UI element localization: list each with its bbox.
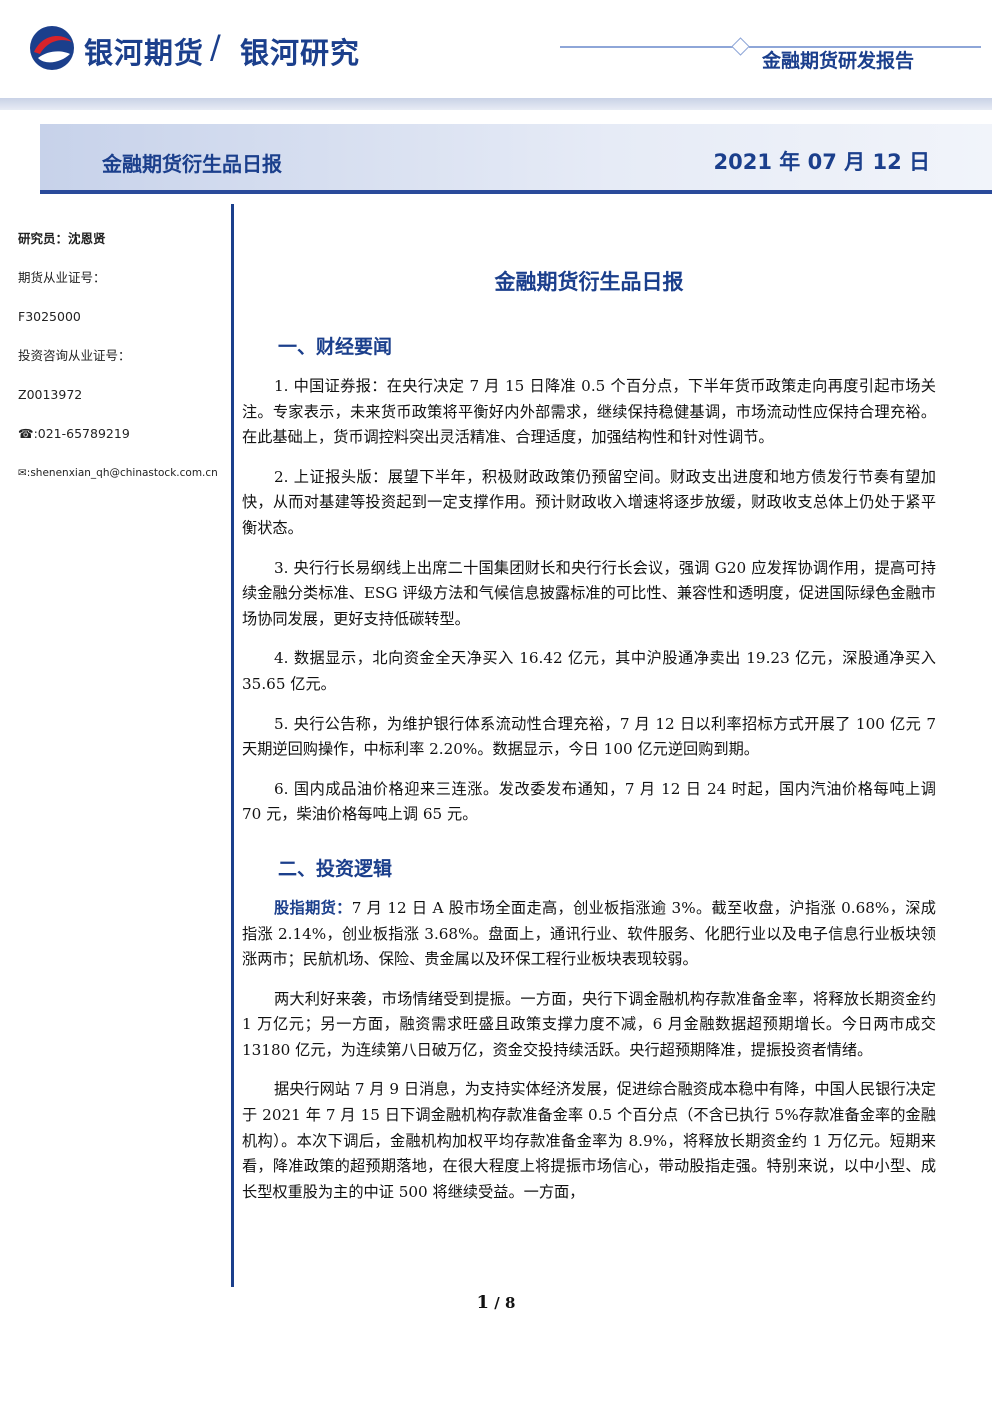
header-decoration-line-right: [749, 46, 981, 48]
news-item: 5. 央行公告称，为维护银行体系流动性合理充裕，7 月 12 日以利率招标方式开…: [242, 714, 936, 759]
news-item: 2. 上证报头版：展望下半年，积极财政政策仍预留空间。财政支出进度和地方债发行节…: [242, 467, 936, 537]
header-decoration-line: [560, 46, 734, 48]
galaxy-logo-icon: [30, 26, 74, 70]
logic-paragraph: 据央行网站 7 月 9 日消息，为支持实体经济发展，促进综合融资成本稳中有降，中…: [242, 1080, 936, 1201]
logic-paragraph-text: 7 月 12 日 A 股市场全面走高，创业板指涨逾 3%。截至收盘，沪指涨 0.…: [242, 898, 936, 969]
news-item: 6. 国内成品油价格迎来三连涨。发改委发布通知，7 月 12 日 24 时起，国…: [242, 779, 936, 824]
section-finance-news-title: 一、财经要闻: [278, 336, 393, 358]
sidebar-divider: [231, 204, 234, 1287]
diamond-icon: [731, 37, 750, 56]
phone-number: ☎:021-65789219: [18, 426, 130, 441]
consult-number: Z0013972: [18, 387, 83, 402]
consult-label: 投资咨询从业证号：: [18, 348, 131, 363]
brand-separator: /: [210, 28, 221, 66]
section-investment-logic-title: 二、投资逻辑: [278, 857, 393, 880]
news-item: 3. 央行行长易纲线上出席二十国集团财长和央行行长会议，强调 G20 应发挥协调…: [242, 558, 936, 628]
page-current: 1: [476, 1292, 490, 1313]
page-total: 8: [505, 1294, 516, 1312]
logic-paragraph: 两大利好来袭，市场情绪受到提振。一方面，央行下调金融机构存款准备金率，将释放长期…: [242, 989, 936, 1059]
license-number: F3025000: [18, 309, 81, 324]
band-title: 金融期货衍生品日报: [102, 152, 282, 176]
news-item: 1. 中国证券报：在央行决定 7 月 15 日降准 0.5 个百分点，下半年货币…: [242, 377, 936, 447]
page-number: 1 / 8: [0, 1292, 992, 1313]
license-label: 期货从业证号：: [18, 270, 106, 285]
page-header: 银河期货 / 银河研究 金融期货研发报告: [0, 0, 992, 110]
report-date: 2021 年 07 月 12 日: [713, 150, 930, 174]
brand-secondary: 银河研究: [240, 36, 361, 70]
researcher-name: 研究员：沈恩贤: [18, 231, 106, 246]
title-band-rule: [40, 190, 992, 194]
page-separator: /: [489, 1294, 506, 1312]
news-item: 4. 数据显示，北向资金全天净买入 16.42 亿元，其中沪股通净卖出 19.2…: [242, 649, 936, 693]
header-band: [0, 98, 992, 110]
logic-lead-label: 股指期货：: [274, 898, 352, 917]
email-link[interactable]: ✉:shenenxian_qh@chinastock.com.cn: [18, 467, 218, 479]
document-title: 金融期货衍生品日报: [494, 270, 684, 294]
main-content: 金融期货衍生品日报 一、财经要闻 1. 中国证券报：在央行决定 7 月 15 日…: [242, 262, 936, 1205]
title-band: [40, 124, 992, 192]
brand-primary: 银河期货: [84, 36, 205, 70]
report-type: 金融期货研发报告: [762, 50, 915, 72]
logic-paragraph: 股指期货：7 月 12 日 A 股市场全面走高，创业板指涨逾 3%。截至收盘，沪…: [242, 896, 936, 973]
author-sidebar: 研究员：沈恩贤 期货从业证号： F3025000 投资咨询从业证号： Z0013…: [18, 228, 228, 501]
